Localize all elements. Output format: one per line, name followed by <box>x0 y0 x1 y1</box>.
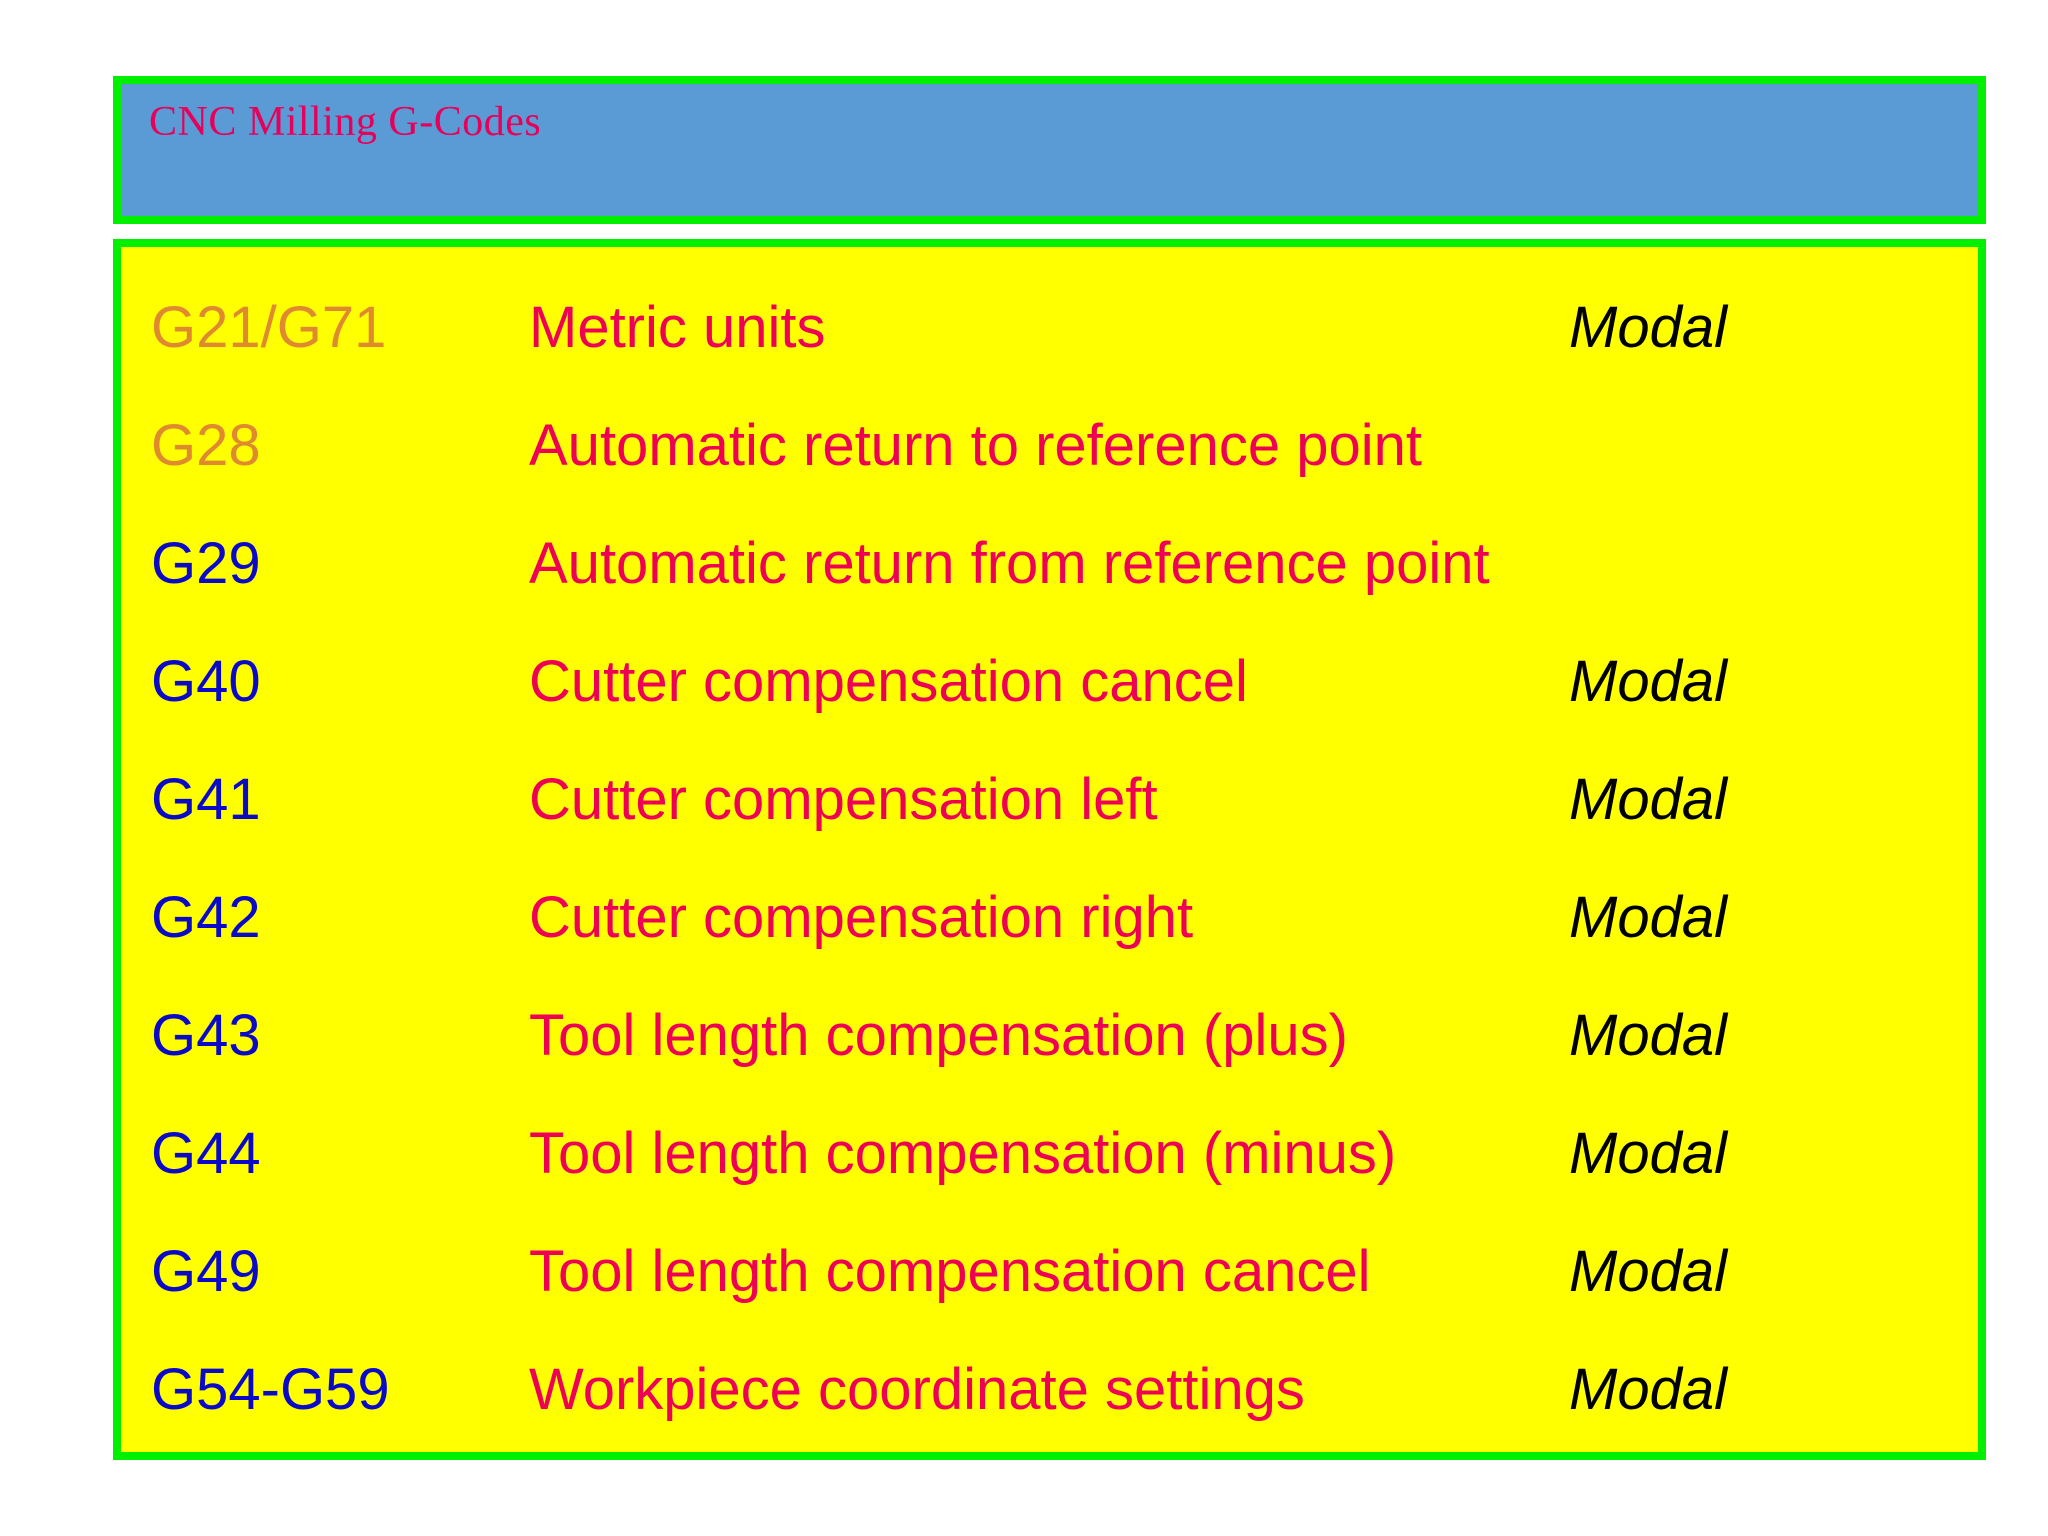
gcode-modal-cell: Modal <box>1569 1003 1727 1068</box>
gcode-modal-cell: Modal <box>1569 1357 1727 1422</box>
gcode-description-cell: Automatic return from reference point <box>529 531 1490 596</box>
gcode-modal-cell: Modal <box>1569 767 1727 832</box>
gcode-description-cell: Metric units <box>529 295 826 360</box>
gcode-modal-cell: Modal <box>1569 1121 1727 1186</box>
gcode-description-cell: Cutter compensation left <box>529 767 1158 832</box>
table-row: G21/G71 Metric units Modal <box>121 269 1978 387</box>
gcode-cell: G49 <box>151 1239 261 1304</box>
gcode-modal-cell: Modal <box>1569 1239 1727 1304</box>
gcode-description-cell: Cutter compensation right <box>529 885 1194 950</box>
table-row: G41 Cutter compensation left Modal <box>121 741 1978 859</box>
gcode-cell: G28 <box>151 413 261 478</box>
gcode-description-cell: Workpiece coordinate settings <box>529 1357 1305 1422</box>
gcode-modal-cell: Modal <box>1569 885 1727 950</box>
gcode-cell: G40 <box>151 649 261 714</box>
gcode-cell: G29 <box>151 531 261 596</box>
gcode-cell: G54-G59 <box>151 1357 390 1422</box>
table-row: G54-G59 Workpiece coordinate settings Moda… <box>121 1331 1978 1449</box>
gcode-cell: G43 <box>151 1003 261 1068</box>
table-row: G42 Cutter compensation right Modal <box>121 859 1978 977</box>
gcode-description-cell: Automatic return to reference point <box>529 413 1423 478</box>
title-banner: CNC Milling G-Codes <box>113 76 1986 224</box>
gcode-cell: G21/G71 <box>151 295 387 360</box>
gcode-modal-cell: Modal <box>1569 295 1727 360</box>
table-row: G43 Tool length compensation (plus) Modal <box>121 977 1978 1095</box>
gcode-description-cell: Tool length compensation (minus) <box>529 1121 1397 1186</box>
gcode-modal-cell: Modal <box>1569 649 1727 714</box>
table-row: G49 Tool length compensation cancel Modal <box>121 1213 1978 1331</box>
table-row: G40 Cutter compensation cancel Modal <box>121 623 1978 741</box>
table-row: G29 Automatic return from reference point <box>121 505 1978 623</box>
gcode-cell: G42 <box>151 885 261 950</box>
gcode-description-cell: Tool length compensation (plus) <box>529 1003 1348 1068</box>
gcode-description-cell: Tool length compensation cancel <box>529 1239 1371 1304</box>
table-row: G44 Tool length compensation (minus) Modal <box>121 1095 1978 1213</box>
gcode-description-cell: Cutter compensation cancel <box>529 649 1248 714</box>
page-title: CNC Milling G-Codes <box>149 99 542 145</box>
gcode-cell: G41 <box>151 767 261 832</box>
table-row: G28 Automatic return to reference point <box>121 387 1978 505</box>
gcode-cell: G44 <box>151 1121 261 1186</box>
